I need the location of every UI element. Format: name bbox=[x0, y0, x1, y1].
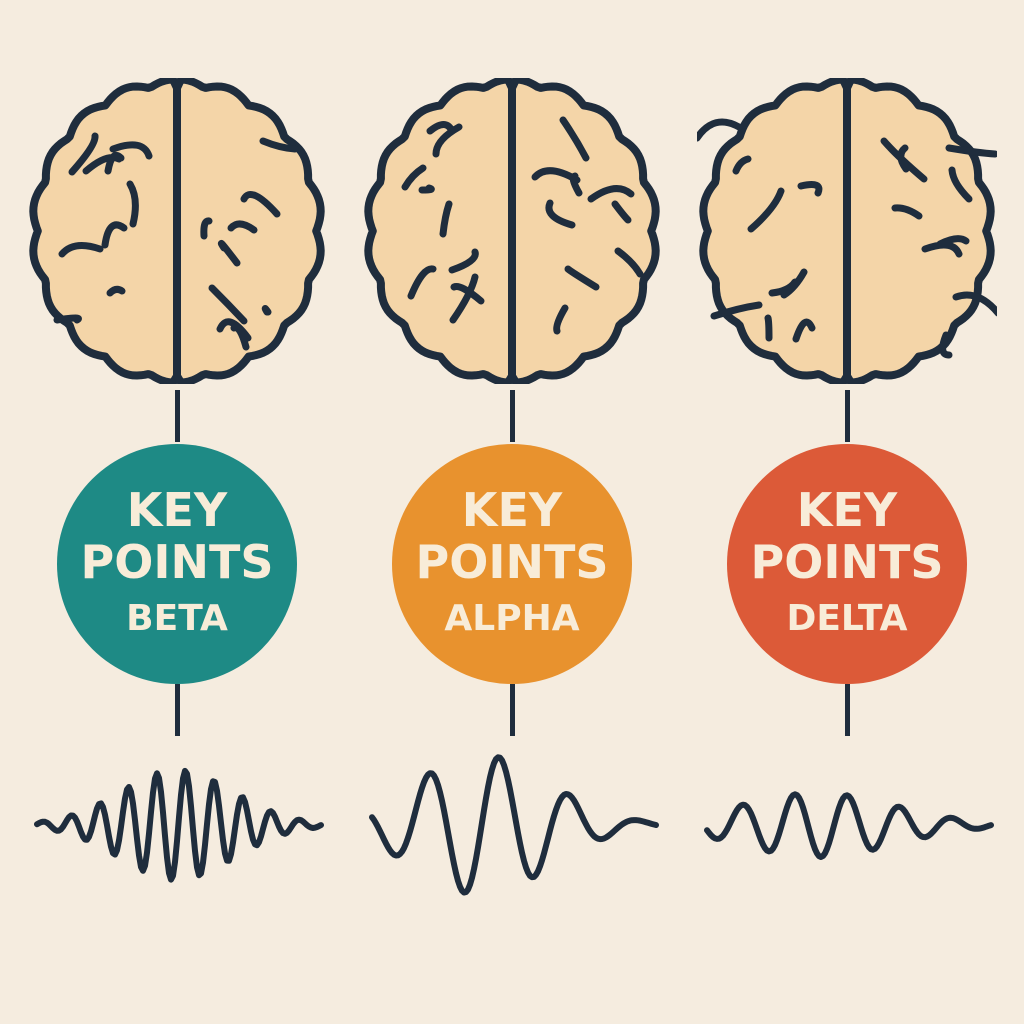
brain-icon bbox=[364, 78, 660, 384]
wave-line bbox=[704, 791, 994, 860]
panel: KEY POINTS BETA bbox=[7, 0, 347, 1024]
connector-line bbox=[510, 684, 515, 736]
brain-folds bbox=[200, 137, 299, 351]
badge-line-1: KEY bbox=[796, 483, 898, 537]
brain-folds bbox=[53, 132, 153, 324]
wave-name: DELTA bbox=[786, 598, 908, 639]
brainwave-icon bbox=[369, 754, 659, 896]
connector-line bbox=[845, 684, 850, 736]
brain-folds bbox=[401, 121, 485, 324]
brain-icon bbox=[29, 78, 325, 384]
panel: KEY POINTS DELTA bbox=[677, 0, 1017, 1024]
brain-folds bbox=[880, 137, 997, 359]
connector-line bbox=[175, 684, 180, 736]
brainwave-icon bbox=[704, 791, 994, 860]
brain-hemisphere bbox=[173, 78, 325, 384]
wave-name: BETA bbox=[126, 598, 228, 639]
badge-line-2: POINTS bbox=[80, 535, 274, 589]
brain-folds bbox=[531, 116, 644, 335]
brainwave-icon bbox=[34, 767, 324, 883]
wave-line bbox=[34, 767, 324, 883]
key-points-badge: KEY POINTS BETA bbox=[57, 444, 297, 684]
badge-line-1: KEY bbox=[461, 483, 563, 537]
connector-line bbox=[510, 390, 515, 442]
connector-line bbox=[845, 390, 850, 442]
badge-line-1: KEY bbox=[126, 483, 228, 537]
brain-hemisphere bbox=[508, 78, 660, 384]
badge-line-2: POINTS bbox=[415, 535, 609, 589]
wave-name: ALPHA bbox=[444, 598, 580, 639]
key-points-badge: KEY POINTS DELTA bbox=[727, 444, 967, 684]
badge-line-2: POINTS bbox=[750, 535, 944, 589]
wave-line bbox=[369, 754, 659, 896]
key-points-badge: KEY POINTS ALPHA bbox=[392, 444, 632, 684]
connector-line bbox=[175, 390, 180, 442]
brain-hemisphere bbox=[843, 78, 995, 384]
brain-folds bbox=[697, 118, 823, 343]
brain-icon bbox=[697, 78, 997, 384]
panel: KEY POINTS ALPHA bbox=[342, 0, 682, 1024]
